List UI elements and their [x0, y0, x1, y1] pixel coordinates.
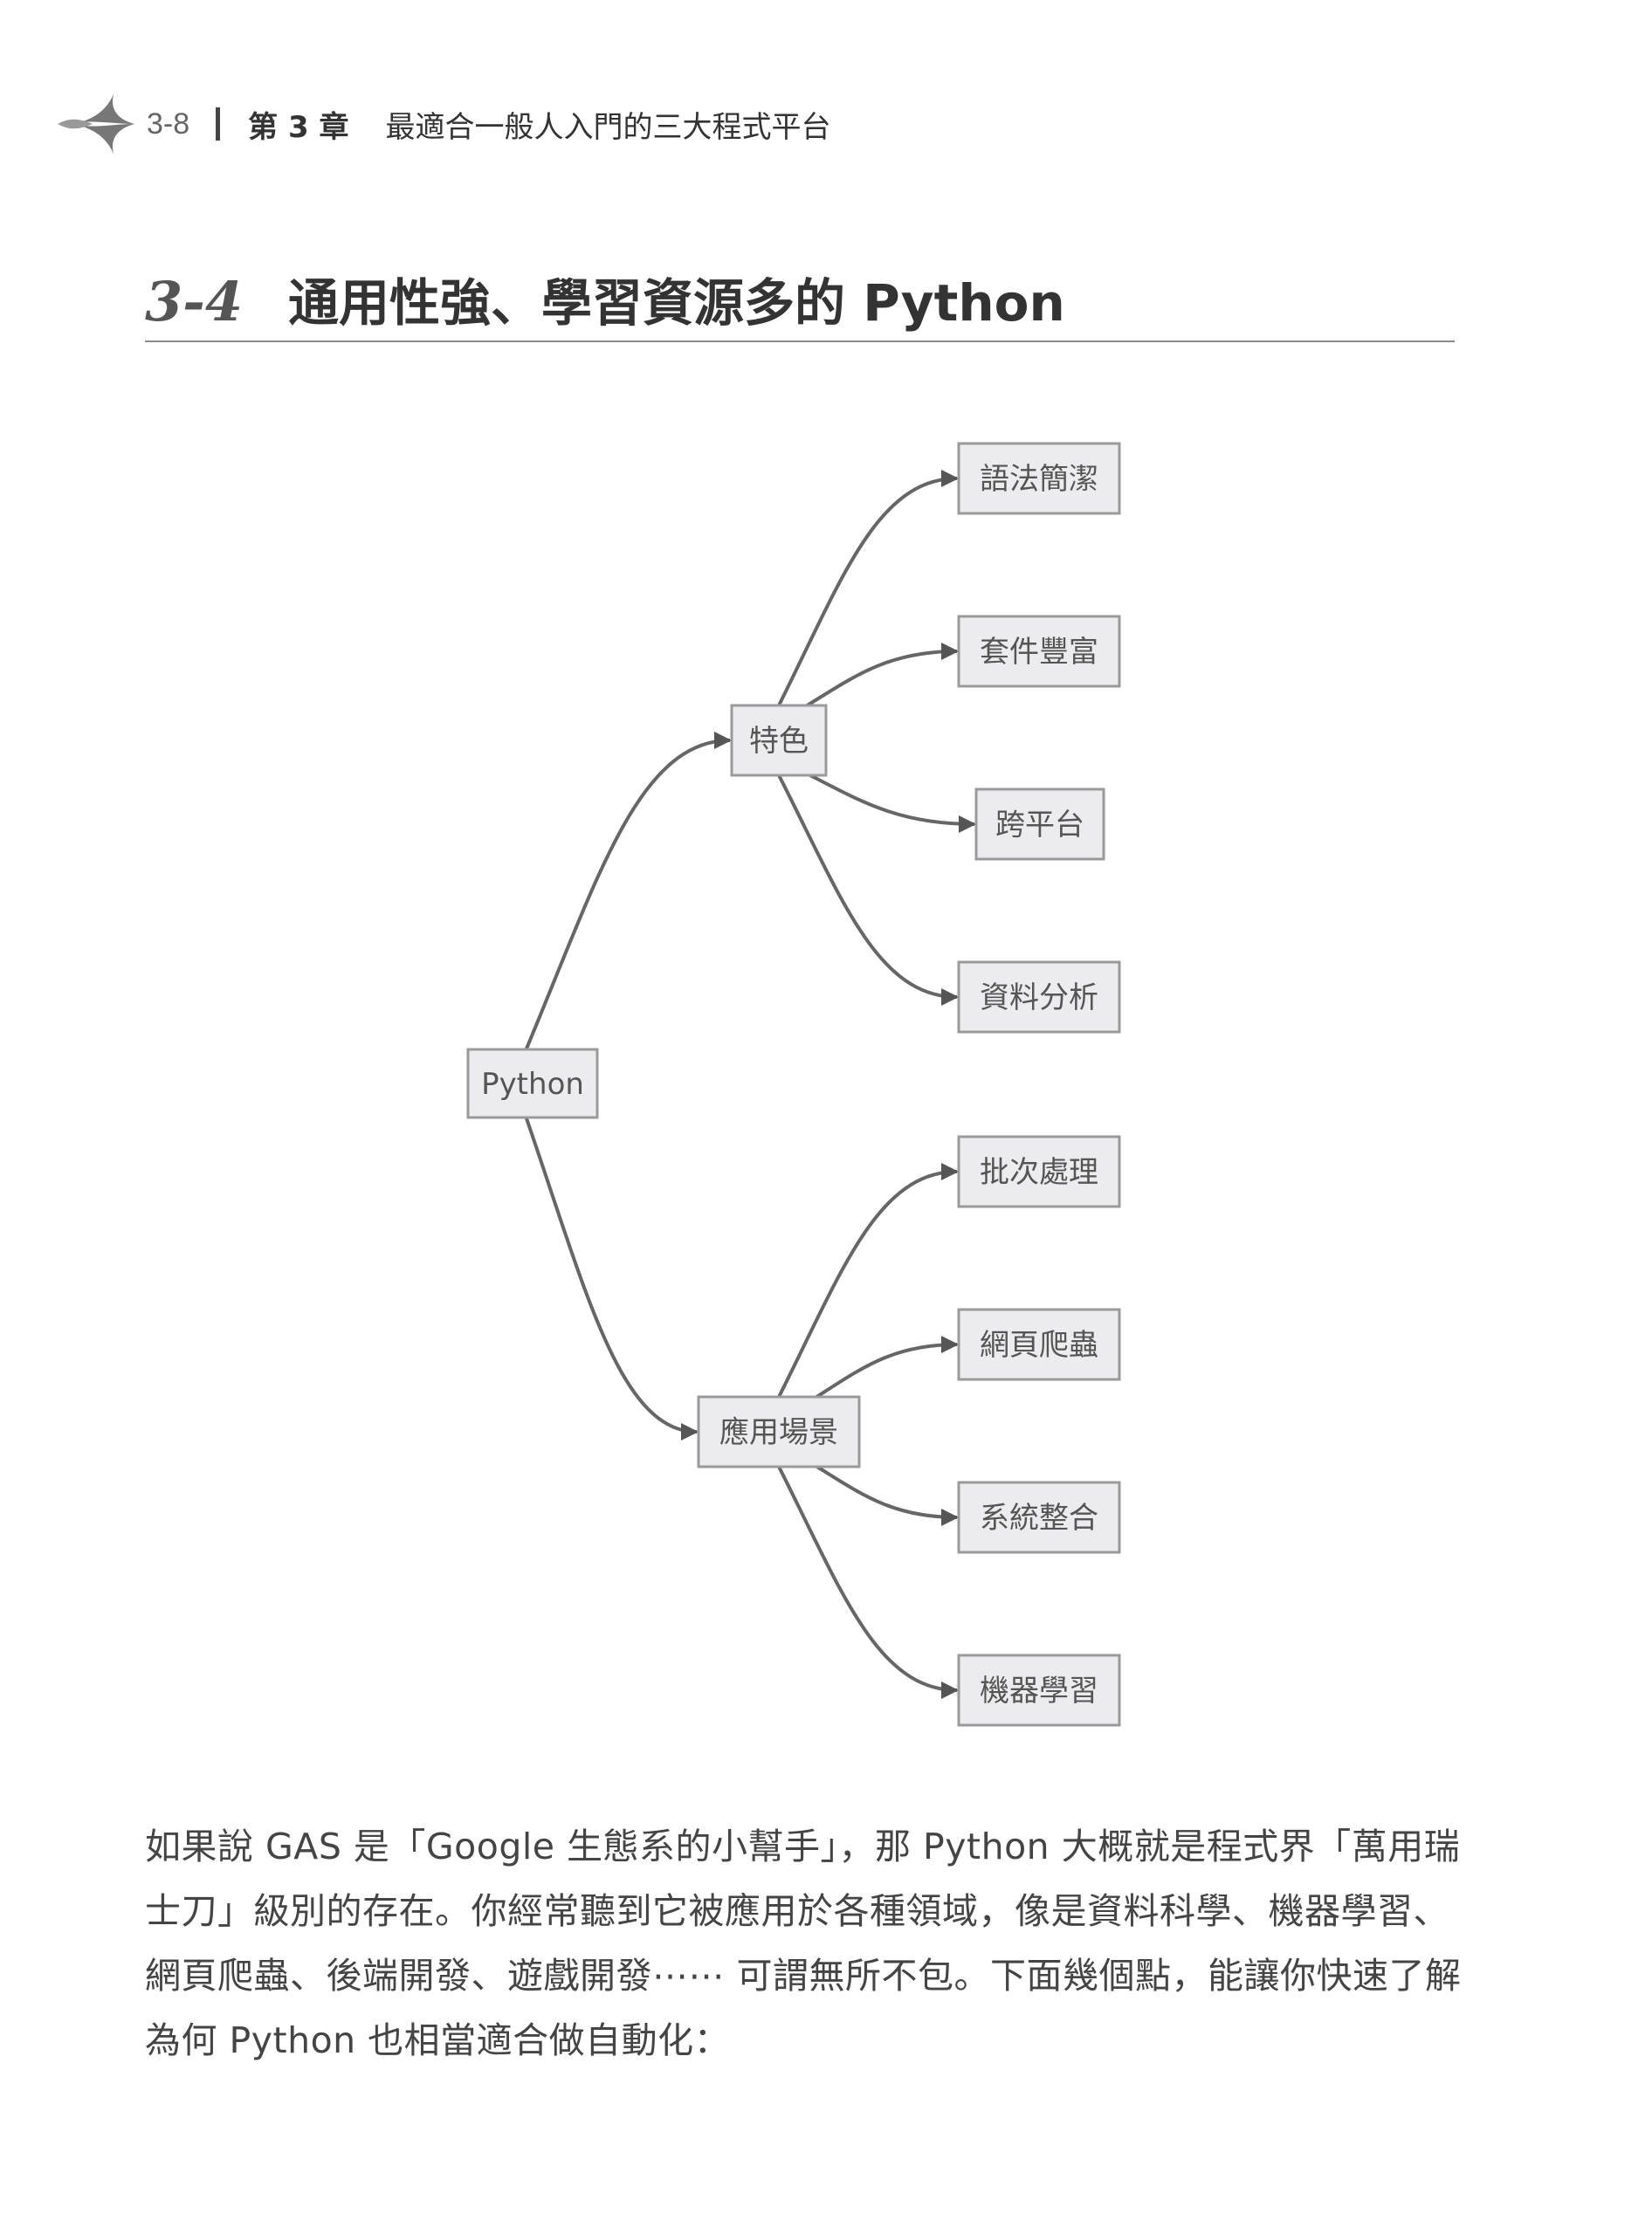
node-branch-1-box [697, 1395, 861, 1468]
node-leaf-1-1-box [957, 1308, 1121, 1381]
node-leaf-1-1-label: 網頁爬蟲 [980, 1328, 1098, 1363]
section-rule [145, 340, 1455, 342]
edge-branch-0-to-leaf-1 [792, 643, 959, 716]
node-leaf-1-0-label: 批次處理 [980, 1155, 1098, 1190]
node-branch-0-label: 特色 [749, 724, 809, 759]
node-root-label: Python [481, 1067, 584, 1102]
edge-branch-1-to-leaf-2 [802, 1456, 959, 1526]
node-leaf-1-3-label: 機器學習 [980, 1674, 1098, 1709]
edge-root-to-branch-1 [524, 1117, 699, 1441]
node-leaf-0-0-box [957, 442, 1121, 515]
chapter-title: 最適合一般人入門的三大程式平台 [385, 109, 831, 145]
node-leaf-0-3: 資料分析 [957, 960, 1121, 1034]
intro-paragraph: 如果說 GAS 是「Google 生態系的小幫手」，那 Python 大概就是程… [145, 1826, 1462, 2061]
node-branch-0-box [730, 704, 828, 777]
node-leaf-0-2: 跨平台 [974, 787, 1105, 861]
node-leaf-0-2-label: 跨平台 [995, 808, 1084, 842]
node-branch-1: 應用場景 [697, 1395, 861, 1468]
edge-branch-1-to-leaf-3 [777, 1466, 959, 1699]
node-leaf-1-3: 機器學習 [957, 1654, 1121, 1727]
node-leaf-1-0-box [957, 1135, 1121, 1208]
edge-branch-0-to-leaf-3 [777, 774, 959, 1006]
book-logo-icon [58, 89, 134, 159]
node-leaf-1-1: 網頁爬蟲 [957, 1308, 1121, 1381]
edge-branch-0-to-leaf-0 [777, 470, 959, 706]
edge-branch-1-to-leaf-1 [802, 1336, 959, 1407]
edge-branch-1-to-leaf-0 [777, 1163, 959, 1398]
page-number: 3-8 [147, 107, 190, 141]
node-leaf-0-1-label: 套件豐富 [980, 635, 1098, 670]
edge-branch-0-to-leaf-2 [792, 765, 976, 833]
node-branch-0: 特色 [730, 704, 828, 777]
node-root: Python [466, 1048, 599, 1119]
node-leaf-1-3-box [957, 1654, 1121, 1727]
node-root-box [466, 1048, 599, 1119]
node-leaf-0-0: 語法簡潔 [957, 442, 1121, 515]
header-divider [216, 107, 221, 141]
node-leaf-1-0: 批次處理 [957, 1135, 1121, 1208]
node-leaf-0-2-box [974, 787, 1105, 861]
chapter-label: 第 3 章 [248, 109, 349, 145]
running-header: 3-8 第 3 章 最適合一般人入門的三大程式平台 [54, 84, 830, 164]
node-leaf-1-2: 系統整合 [957, 1481, 1121, 1554]
node-leaf-0-3-box [957, 960, 1121, 1034]
node-leaf-0-0-label: 語法簡潔 [980, 462, 1098, 497]
section-heading: 3-4 通用性強、學習資源多的 Python [145, 262, 1065, 335]
node-leaf-0-1-box [957, 615, 1121, 688]
node-leaf-0-1: 套件豐富 [957, 615, 1121, 688]
section-number: 3-4 [145, 270, 244, 334]
node-branch-1-label: 應用場景 [719, 1415, 838, 1450]
node-leaf-1-2-label: 系統整合 [980, 1501, 1098, 1536]
node-leaf-1-2-box [957, 1481, 1121, 1554]
section-title: 通用性強、學習資源多的 Python [288, 273, 1065, 333]
body-paragraph: 如果說 GAS 是「Google 生態系的小幫手」，那 Python 大概就是程… [145, 1814, 1463, 2073]
node-leaf-0-3-label: 資料分析 [980, 980, 1098, 1015]
edge-root-to-branch-0 [524, 732, 732, 1050]
